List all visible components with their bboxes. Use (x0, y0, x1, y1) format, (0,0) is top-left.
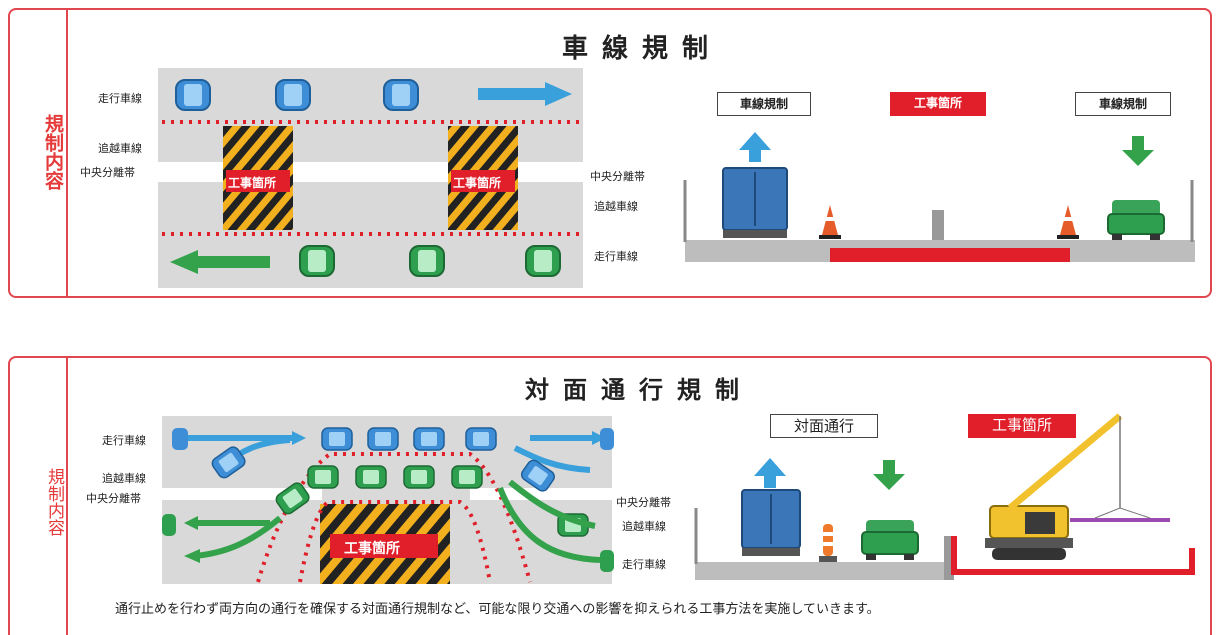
lane-label-left-1: 走行車線 (98, 92, 142, 105)
lane-restriction-panel: 規制内容 車線規制 (8, 8, 1212, 298)
lifted-beam-icon (1070, 507, 1170, 522)
label-lane-restriction-left: 車線規制 (717, 92, 811, 116)
blue-car (383, 79, 419, 111)
panel-title: 車線規制 (562, 34, 723, 64)
work-area-outline (951, 536, 1195, 575)
work-sign-bg-1 (226, 170, 290, 192)
green-car (403, 465, 435, 489)
blue-car (275, 79, 311, 111)
road-section (695, 562, 947, 580)
work-sign-bg-2 (451, 170, 515, 192)
lane-label-left-2: 追越車線 (102, 472, 146, 485)
side-bar: 規制内容 (10, 10, 68, 296)
pylon-icon (819, 524, 837, 562)
green-car (307, 465, 339, 489)
work-sign-2: 工事箇所 (453, 176, 502, 190)
blue-car (520, 459, 555, 492)
lane-label-left-3: 中央分離帯 (80, 166, 135, 179)
lane-label-right-1: 中央分離帯 (590, 170, 645, 183)
traffic-cone-icon (1057, 205, 1079, 239)
panel-title: 対面通行規制 (525, 376, 753, 404)
lane-label-right-2: 追越車線 (622, 520, 666, 533)
arrow-down-icon (873, 460, 905, 490)
blue-car (413, 427, 445, 451)
median-post (932, 210, 944, 240)
arrow-left-icon (170, 250, 270, 274)
blue-car (321, 427, 353, 451)
blue-car (211, 446, 246, 479)
side-label: 規制内容 (42, 114, 64, 190)
blue-car (367, 427, 399, 451)
work-sign: 工事箇所 (344, 541, 400, 557)
green-car (451, 465, 483, 489)
traffic-cone-icon (819, 205, 841, 239)
arrow-up-icon (754, 458, 786, 488)
truck-icon (722, 167, 788, 238)
car-front-icon (861, 520, 919, 560)
lane-label-left-2: 追越車線 (98, 142, 142, 155)
label-work-site: 工事箇所 (968, 414, 1076, 438)
lane-plan-diagram (158, 68, 1195, 288)
truck-icon (741, 489, 801, 556)
work-area-strip (830, 248, 1070, 262)
two-way-plan-diagram (162, 413, 1195, 584)
green-car (299, 245, 335, 277)
green-car (600, 550, 614, 572)
crane-icon (985, 413, 1123, 560)
blue-car (172, 428, 188, 450)
median-wall (944, 536, 954, 580)
label-two-way-traffic: 対面通行 (770, 414, 878, 438)
median-band (158, 162, 583, 182)
label-lane-restriction-right: 車線規制 (1075, 92, 1171, 116)
label-work-site: 工事箇所 (890, 92, 986, 116)
green-car (525, 245, 561, 277)
blue-car (175, 79, 211, 111)
lane-label-right-3: 走行車線 (622, 558, 666, 571)
side-bar: 規制内容 (10, 358, 68, 635)
green-car (355, 465, 387, 489)
description-note: 通行止めを行わず両方向の通行を確保する対面通行規制など、可能な限り交通への影響を… (115, 602, 880, 617)
lane-label-left-3: 中央分離帯 (86, 492, 141, 505)
car-front-icon (1107, 200, 1165, 240)
lane-label-right-3: 走行車線 (594, 250, 638, 263)
two-way-traffic-panel: 規制内容 対面通行規制 (8, 356, 1212, 635)
work-sign-1: 工事箇所 (228, 176, 277, 190)
side-label: 規制内容 (44, 468, 64, 536)
blue-car (600, 428, 614, 450)
green-car (409, 245, 445, 277)
arrow-down-icon (1122, 136, 1154, 166)
blue-car (465, 427, 497, 451)
lane-label-right-1: 中央分離帯 (616, 496, 671, 509)
arrow-up-icon (739, 132, 771, 162)
green-car (275, 482, 310, 515)
lane-label-right-2: 追越車線 (594, 200, 638, 213)
green-car (162, 514, 176, 536)
work-sign-bg (330, 534, 438, 558)
lane-label-left-1: 走行車線 (102, 434, 146, 447)
arrow-right-icon (478, 82, 572, 106)
